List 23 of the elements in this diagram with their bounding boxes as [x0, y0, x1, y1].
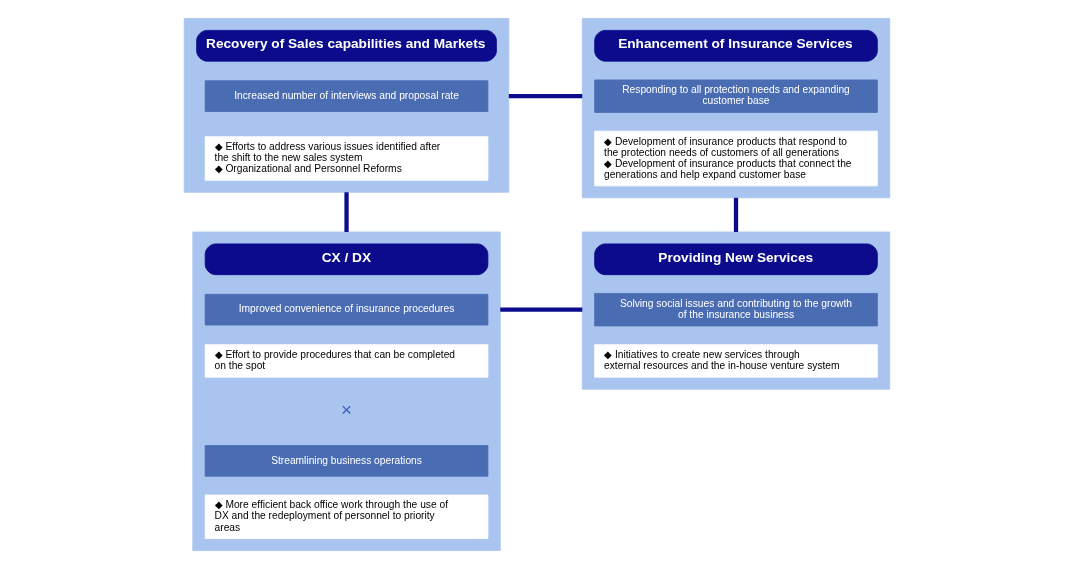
node-box: CX / DX	[204, 243, 489, 276]
node-box: ◆ Development of insurance products that respond to the protection needs of customers of all generations ◆ Development of insurance products that connect the generations and help expand customer base	[594, 130, 878, 187]
node-box: Recovery of Sales capabilities and Markets	[196, 29, 497, 62]
connector	[733, 197, 739, 232]
node-box: Streamlining business operations	[204, 445, 489, 477]
cluster	[581, 231, 891, 390]
node-box: ◆ Efforts to address various issues identified after the shift to the new sales system ◆ Organizational and Personnel Reforms	[204, 136, 489, 181]
cluster	[581, 18, 891, 199]
connector	[500, 307, 583, 312]
node-box: ◆ Initiatives to create new services through external resources and the in-house venture system	[594, 344, 878, 378]
cluster	[183, 18, 510, 193]
node-box: ◆ More efficient back office work through the use of DX and the redeployment of personnel to priority areas	[204, 494, 489, 540]
cluster	[192, 231, 501, 551]
label: ×	[341, 399, 353, 421]
connector	[344, 192, 349, 232]
node-box: Improved convenience of insurance procedures	[204, 293, 489, 326]
node-box: Providing New Services	[594, 243, 878, 276]
connector	[508, 94, 583, 99]
node-box: Solving social issues and contributing to the growth of the insurance business	[594, 293, 878, 327]
node-box: ◆ Effort to provide procedures that can be completed on the spot	[204, 344, 489, 378]
node-box: Enhancement of Insurance Services	[594, 29, 878, 62]
node-box: Responding to all protection needs and expanding customer base	[594, 79, 878, 113]
node-box: Increased number of interviews and proposal rate	[204, 80, 489, 112]
